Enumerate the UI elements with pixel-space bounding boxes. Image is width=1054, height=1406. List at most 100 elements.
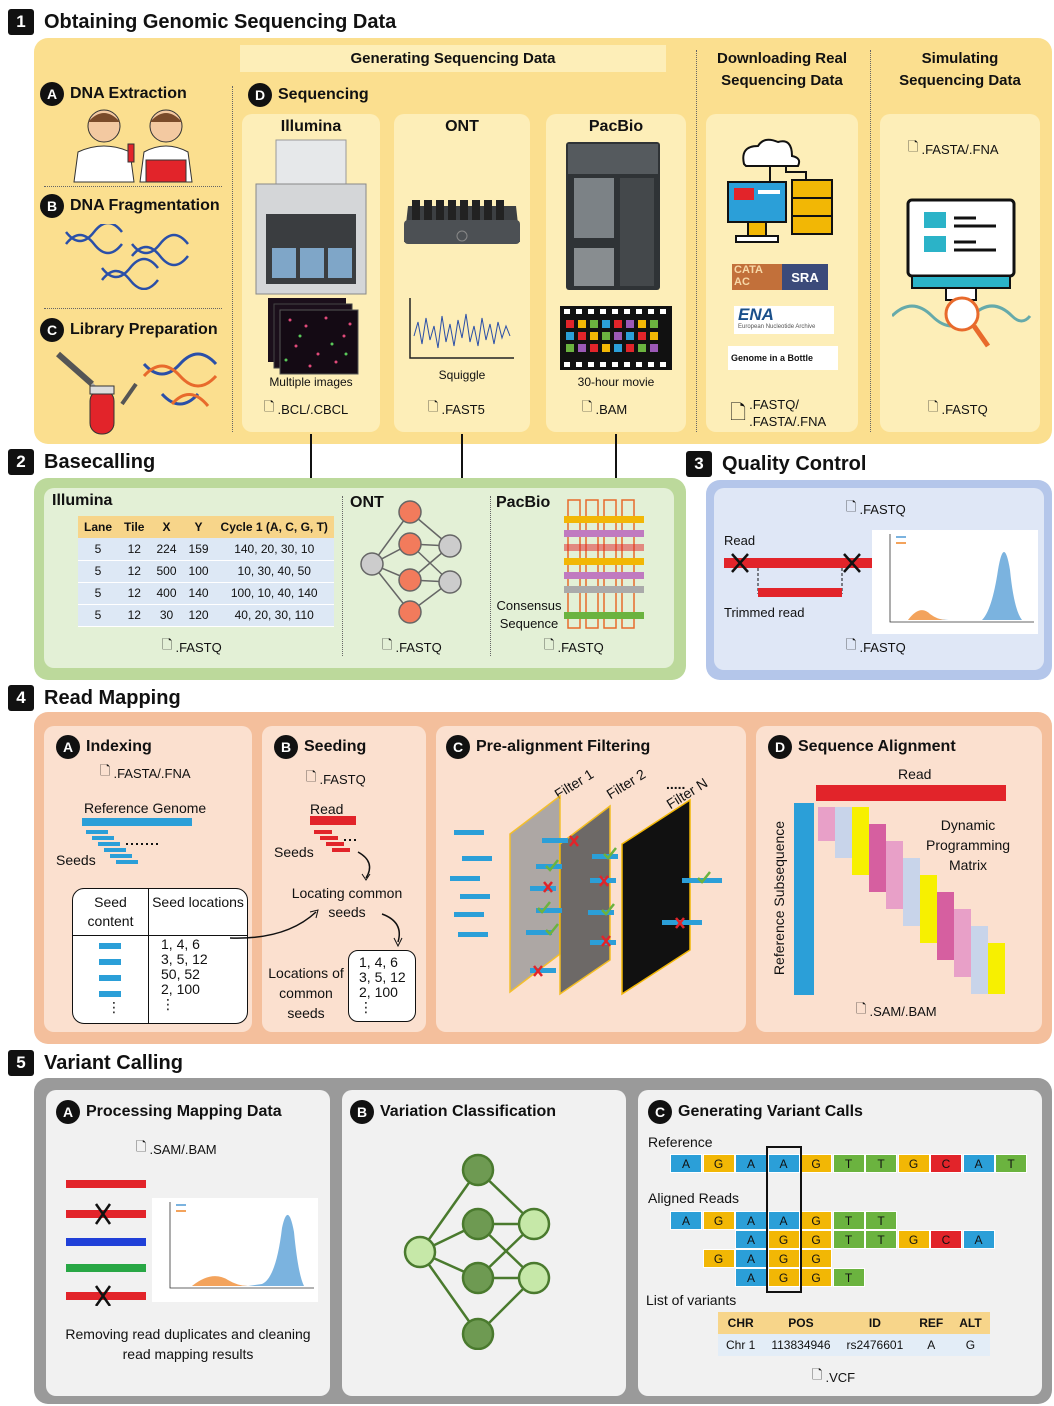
illumina-images-icon xyxy=(268,298,359,375)
table-header: X xyxy=(150,516,183,538)
table-cell: 159 xyxy=(182,538,215,561)
base-cell: G xyxy=(767,1249,800,1268)
illumina-basecall-title: Illumina xyxy=(52,492,113,509)
reads-dedup-icon xyxy=(66,1180,146,1306)
dp-cell xyxy=(937,926,954,943)
dp-cell xyxy=(903,858,920,875)
dp-cell xyxy=(971,943,988,960)
file-icon: 🗋 xyxy=(100,763,111,778)
library-prep-icon xyxy=(56,351,218,435)
dp-cell xyxy=(886,858,903,875)
reference-seeds-icon xyxy=(82,818,192,864)
consensus-label: Consensus Sequence xyxy=(496,598,562,631)
seeding-read-label: Read xyxy=(310,801,344,817)
illumina-sequencer-icon xyxy=(255,139,367,295)
dp-cell xyxy=(903,875,920,892)
table-cell: 12 xyxy=(118,582,151,605)
base-cell: A xyxy=(735,1211,767,1230)
dp-cell xyxy=(920,909,937,926)
divider xyxy=(342,496,343,656)
dp-matrix-label: Dynamic Programming Matrix xyxy=(925,817,1011,873)
dp-cell xyxy=(869,875,886,892)
table-cell: 400 xyxy=(150,582,183,605)
table-cell: 500 xyxy=(150,560,183,583)
ena-logo: ENA European Nucleotide Archive xyxy=(734,306,834,334)
table-cell: 113834946 xyxy=(763,1334,839,1356)
file-icon: 🗋 xyxy=(136,1139,147,1154)
table-cell: 5 xyxy=(78,604,119,627)
table-cell: 100 xyxy=(182,560,215,583)
cut-icon xyxy=(731,553,749,573)
base-cell: C xyxy=(930,1154,962,1173)
table-cell: 140 xyxy=(182,582,215,605)
simulating-header: Simulating Sequencing Data xyxy=(899,50,1021,89)
table-cell: Chr 1 xyxy=(718,1334,764,1356)
file-icon: 🗋 xyxy=(846,637,857,652)
scientists-icon xyxy=(73,109,193,183)
qc-file-out: 🗋.FASTQ xyxy=(846,636,906,658)
movie-frames-icon xyxy=(560,306,672,370)
seed-location: 2, 100 xyxy=(161,981,200,997)
seed-location: 50, 52 xyxy=(161,966,200,982)
classification-network-icon xyxy=(403,1153,551,1350)
base-cell: G xyxy=(702,1211,735,1230)
file-icon: 🗋 xyxy=(730,401,747,424)
seed-connection-arrows xyxy=(229,909,403,948)
base-cell: G xyxy=(800,1154,832,1173)
alignment-read-bar xyxy=(816,785,1006,801)
locations-of-common-seeds: Locations of common seeds xyxy=(268,965,344,1021)
divider xyxy=(696,50,697,432)
table-header: POS xyxy=(763,1312,839,1334)
base-cell: A xyxy=(735,1249,767,1268)
simulate-file-top: 🗋.FASTA/.FNA xyxy=(908,138,999,160)
dp-cell xyxy=(988,943,1005,960)
illumina-caption: Multiple images xyxy=(269,375,353,389)
dp-cell xyxy=(971,926,988,943)
dp-cell xyxy=(852,807,869,824)
illumina-file: 🗋.BCL/.CBCL xyxy=(264,398,348,420)
vcf-file: 🗋.VCF xyxy=(812,1366,855,1388)
table-cell: A xyxy=(911,1334,952,1356)
ont-fastq: 🗋.FASTQ xyxy=(382,636,442,658)
base-cell: A xyxy=(670,1211,702,1230)
neural-network-icon xyxy=(360,500,462,624)
divider xyxy=(490,496,491,656)
base-cell: G xyxy=(897,1154,930,1173)
seed-content-header: Seed content xyxy=(87,894,134,929)
dp-cell xyxy=(818,824,835,841)
trim-diagram xyxy=(724,553,872,597)
file-icon: 🗋 xyxy=(428,399,439,414)
squiggle-icon xyxy=(409,298,514,359)
consensus-reads-icon xyxy=(564,499,644,629)
table-header: Y xyxy=(182,516,215,538)
dp-cell xyxy=(920,875,937,892)
table-cell: 5 xyxy=(78,582,119,605)
seed-location: 1, 4, 6 xyxy=(161,936,200,952)
seed-location: 1, 4, 6 xyxy=(359,954,398,970)
quality-histogram xyxy=(872,530,1038,634)
table-cell: 12 xyxy=(118,538,151,561)
qc-file-in: 🗋.FASTQ xyxy=(846,498,906,520)
table-cell: 5 xyxy=(78,560,119,583)
ont-caption: Squiggle xyxy=(438,368,486,382)
dna-fragments-icon xyxy=(65,224,189,290)
dp-cell xyxy=(852,824,869,841)
dp-cell xyxy=(869,824,886,841)
seeding-seeds-label: Seeds xyxy=(274,844,314,860)
base-cell: T xyxy=(865,1230,897,1249)
section-number: 1 xyxy=(8,9,34,35)
reference-label: Reference xyxy=(648,1134,713,1150)
generating-header: Generating Sequencing Data xyxy=(240,45,666,72)
